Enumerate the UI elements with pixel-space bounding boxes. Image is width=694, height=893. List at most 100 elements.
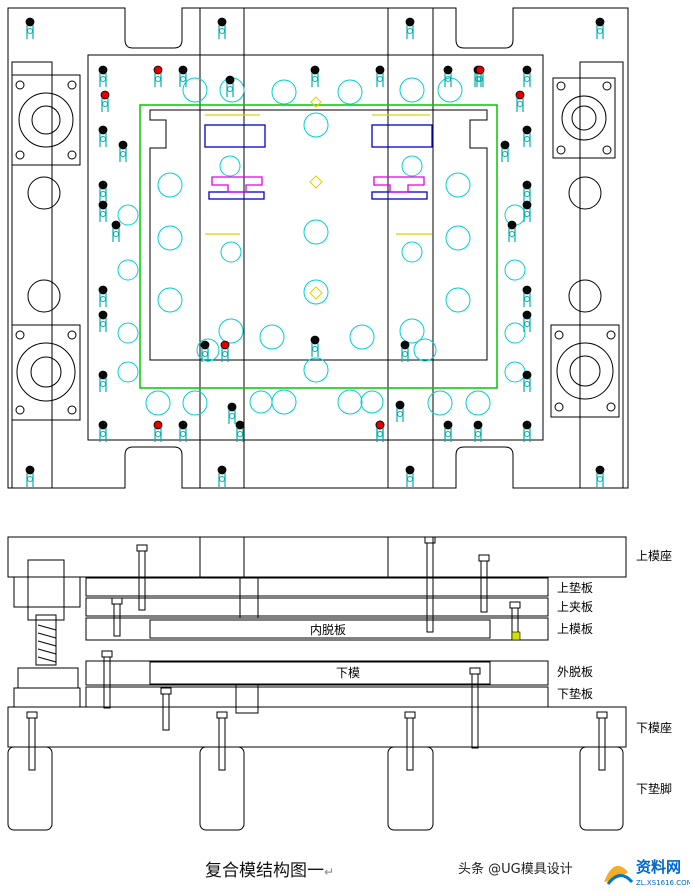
lower-die-plate	[149, 661, 491, 685]
fastener	[235, 420, 245, 442]
cyan-hole	[349, 324, 375, 350]
guide-post-block-tl	[11, 74, 81, 166]
fastener	[522, 65, 532, 87]
cyan-hole	[413, 338, 437, 362]
label-lower-die-base: 下模座	[636, 720, 672, 735]
cyan-hole	[218, 318, 244, 344]
bolt-group	[26, 536, 608, 771]
cyan-hole	[399, 318, 425, 344]
die-plan-view	[7, 7, 629, 489]
fastener	[178, 420, 188, 442]
label-lower-backing-plate: 下垫板	[557, 686, 593, 701]
cyan-hole	[145, 390, 171, 416]
fastener	[310, 335, 320, 357]
fastener	[522, 285, 532, 307]
fastener	[200, 340, 210, 362]
lower-foot-2	[199, 746, 245, 831]
fastener	[507, 220, 517, 242]
lower-backing-plate	[85, 686, 549, 708]
guide-hole-l1	[27, 176, 61, 210]
bolt	[160, 687, 172, 731]
cyan-hole	[303, 219, 329, 245]
cyan-hole	[337, 79, 363, 105]
watermark-logo: 资料网 ZL.XS1616.COM	[604, 858, 690, 887]
fastener	[473, 420, 483, 442]
lower-foot-3	[387, 746, 434, 831]
fastener	[443, 65, 453, 87]
upper-die-plate	[85, 617, 549, 641]
svg-text:资料网: 资料网	[636, 858, 681, 876]
fastener	[400, 340, 410, 362]
fastener	[522, 420, 532, 442]
cyan-hole	[117, 361, 139, 383]
fastener	[118, 140, 128, 162]
fastener	[153, 65, 163, 87]
fastener	[522, 310, 532, 332]
bolt	[478, 554, 490, 613]
cyan-hole	[399, 77, 425, 103]
cyan-hole	[504, 361, 526, 383]
guide-post	[35, 614, 57, 666]
label-lower-die: 下模	[336, 666, 360, 680]
label-inner-stripper: 内脱板	[310, 622, 346, 637]
cyan-hole	[445, 172, 471, 198]
guide-hole-r1	[568, 176, 602, 210]
fastener	[515, 90, 525, 112]
upper-die-base-outline	[7, 7, 629, 489]
cyan-hole	[157, 172, 183, 198]
die-plate	[87, 54, 544, 441]
upper-backing-plate	[85, 577, 549, 597]
fastener	[500, 140, 510, 162]
fastener	[98, 285, 108, 307]
lower-foot-1	[7, 746, 53, 831]
guide-hole-l2	[27, 279, 61, 313]
bolt	[596, 711, 608, 771]
upper-clamp-plate	[85, 597, 549, 617]
fastener	[98, 65, 108, 87]
cyan-hole	[303, 112, 329, 138]
cyan-hole	[182, 390, 208, 416]
lower-die-base	[7, 706, 627, 748]
fastener	[310, 65, 320, 87]
guide-post-block-br	[550, 324, 620, 418]
cyan-hole	[401, 241, 423, 263]
fastener	[595, 17, 605, 39]
fastener	[178, 65, 188, 87]
cyan-hole	[219, 155, 241, 177]
cyan-hole	[437, 77, 463, 103]
svg-text:ZL.XS1616.COM: ZL.XS1616.COM	[636, 879, 690, 887]
label-upper-clamp-plate: 上夹板	[557, 600, 593, 614]
cyan-hole	[182, 77, 208, 103]
guide-bush-housing	[13, 576, 81, 608]
fastener-group	[25, 17, 605, 487]
guide-post-block-tr	[552, 77, 616, 159]
rail-left	[199, 7, 245, 489]
cyan-hole	[271, 389, 297, 415]
cyan-hole	[259, 324, 285, 350]
yellow-markers	[309, 96, 323, 300]
rail-right	[387, 7, 434, 489]
bolt	[26, 711, 38, 771]
cyan-hole	[157, 225, 183, 251]
fastener	[100, 90, 110, 112]
cyan-hole	[504, 322, 526, 344]
fastener	[405, 465, 415, 487]
bolt	[111, 597, 123, 637]
fastener	[405, 17, 415, 39]
cyan-hole	[401, 155, 423, 177]
punch-holder	[239, 577, 259, 619]
fastener	[225, 75, 235, 97]
bolt	[101, 650, 113, 709]
source-credit: 头条 @UG模具设计	[458, 862, 573, 877]
rail-edge-left	[11, 61, 53, 489]
cyan-hole	[445, 225, 471, 251]
cyan-hole	[445, 287, 471, 313]
ejector-pin-marker	[511, 631, 521, 641]
cyan-hole	[271, 79, 297, 105]
fastener	[522, 125, 532, 147]
cyan-hole	[303, 279, 329, 305]
bolt	[469, 667, 481, 749]
figure-caption: 复合模结构图一↵	[205, 861, 335, 881]
upper-die-base	[7, 536, 627, 578]
fastener	[395, 400, 405, 422]
